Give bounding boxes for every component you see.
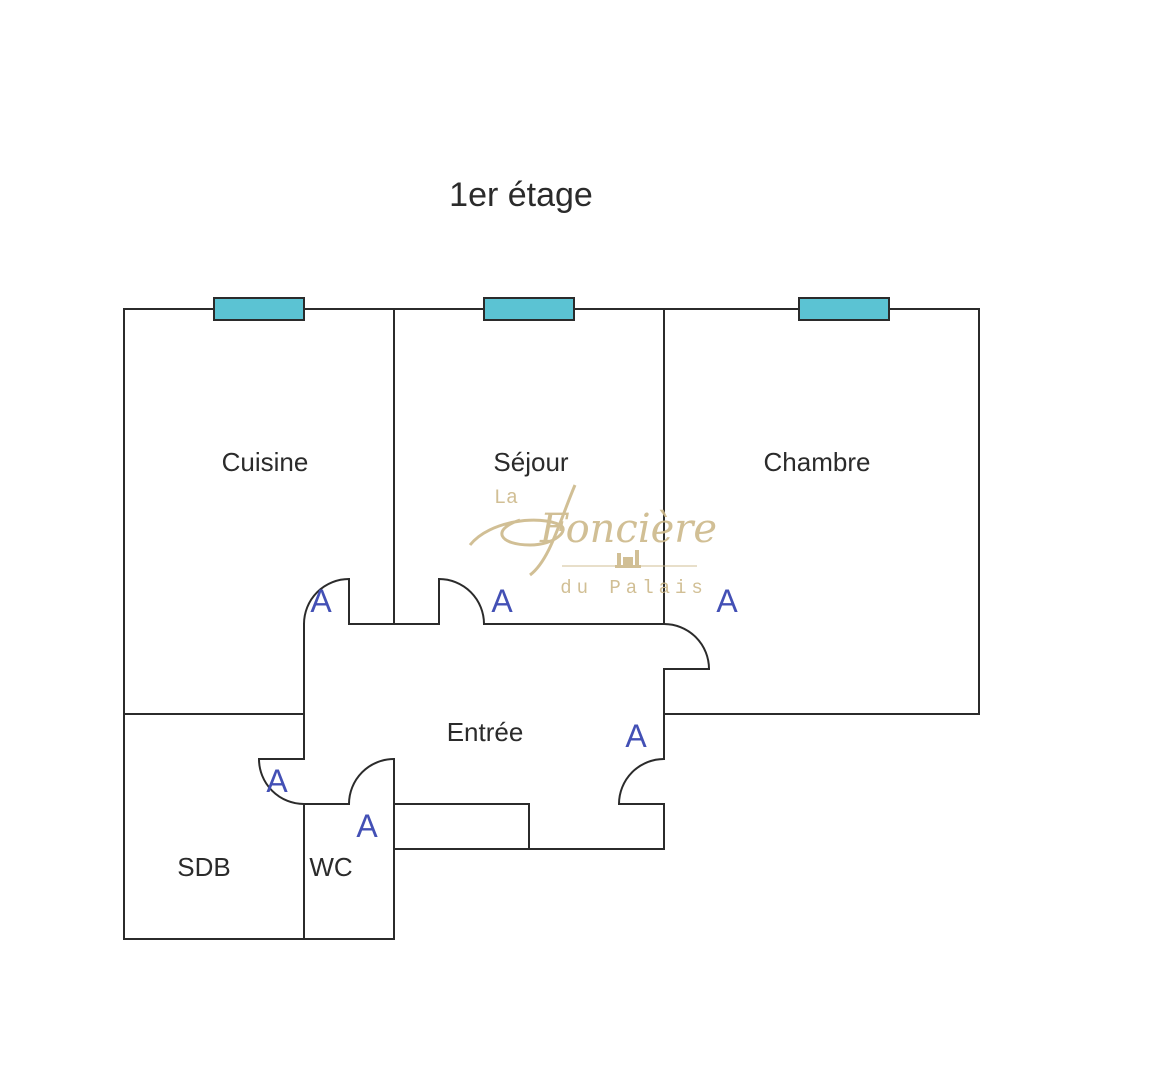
room-label-sejour: Séjour bbox=[493, 447, 568, 477]
door-marker-sejour: A bbox=[491, 583, 513, 619]
door-cuisine bbox=[303, 577, 350, 625]
watermark-logo: La Foncière du Palais bbox=[468, 484, 717, 599]
door-marker-cuisine: A bbox=[310, 583, 332, 619]
door-marker-wc: A bbox=[356, 808, 378, 844]
watermark-flourish-stem-icon bbox=[529, 484, 577, 577]
door-wc bbox=[348, 758, 395, 805]
door-sdb bbox=[257, 758, 305, 805]
door-marker-entree: A bbox=[625, 718, 647, 754]
room-label-wc: WC bbox=[309, 852, 352, 882]
room-label-chambre: Chambre bbox=[764, 447, 871, 477]
watermark-sub: du Palais bbox=[560, 577, 708, 599]
floor-title: 1er étage bbox=[449, 176, 593, 214]
door-markers: A A A A A A bbox=[266, 583, 738, 844]
room-label-entree: Entrée bbox=[447, 717, 524, 747]
doors bbox=[257, 577, 710, 805]
castle-icon bbox=[615, 550, 641, 568]
watermark-la: La bbox=[494, 487, 518, 510]
door-marker-chambre: A bbox=[716, 583, 738, 619]
door-entree bbox=[617, 758, 665, 805]
door-chambre bbox=[663, 623, 710, 670]
room-label-sdb: SDB bbox=[177, 852, 230, 882]
window-chambre bbox=[798, 297, 890, 321]
room-label-cuisine: Cuisine bbox=[222, 447, 309, 477]
watermark-brand: Foncière bbox=[539, 506, 717, 552]
walls bbox=[123, 308, 980, 940]
door-sejour bbox=[438, 577, 485, 625]
window-sejour bbox=[483, 297, 575, 321]
window-cuisine bbox=[213, 297, 305, 321]
room-labels: Cuisine Séjour Chambre Entrée SDB WC bbox=[177, 447, 870, 882]
windows bbox=[213, 297, 890, 321]
watermark-flourish-icon bbox=[468, 518, 565, 547]
door-marker-sdb: A bbox=[266, 763, 288, 799]
